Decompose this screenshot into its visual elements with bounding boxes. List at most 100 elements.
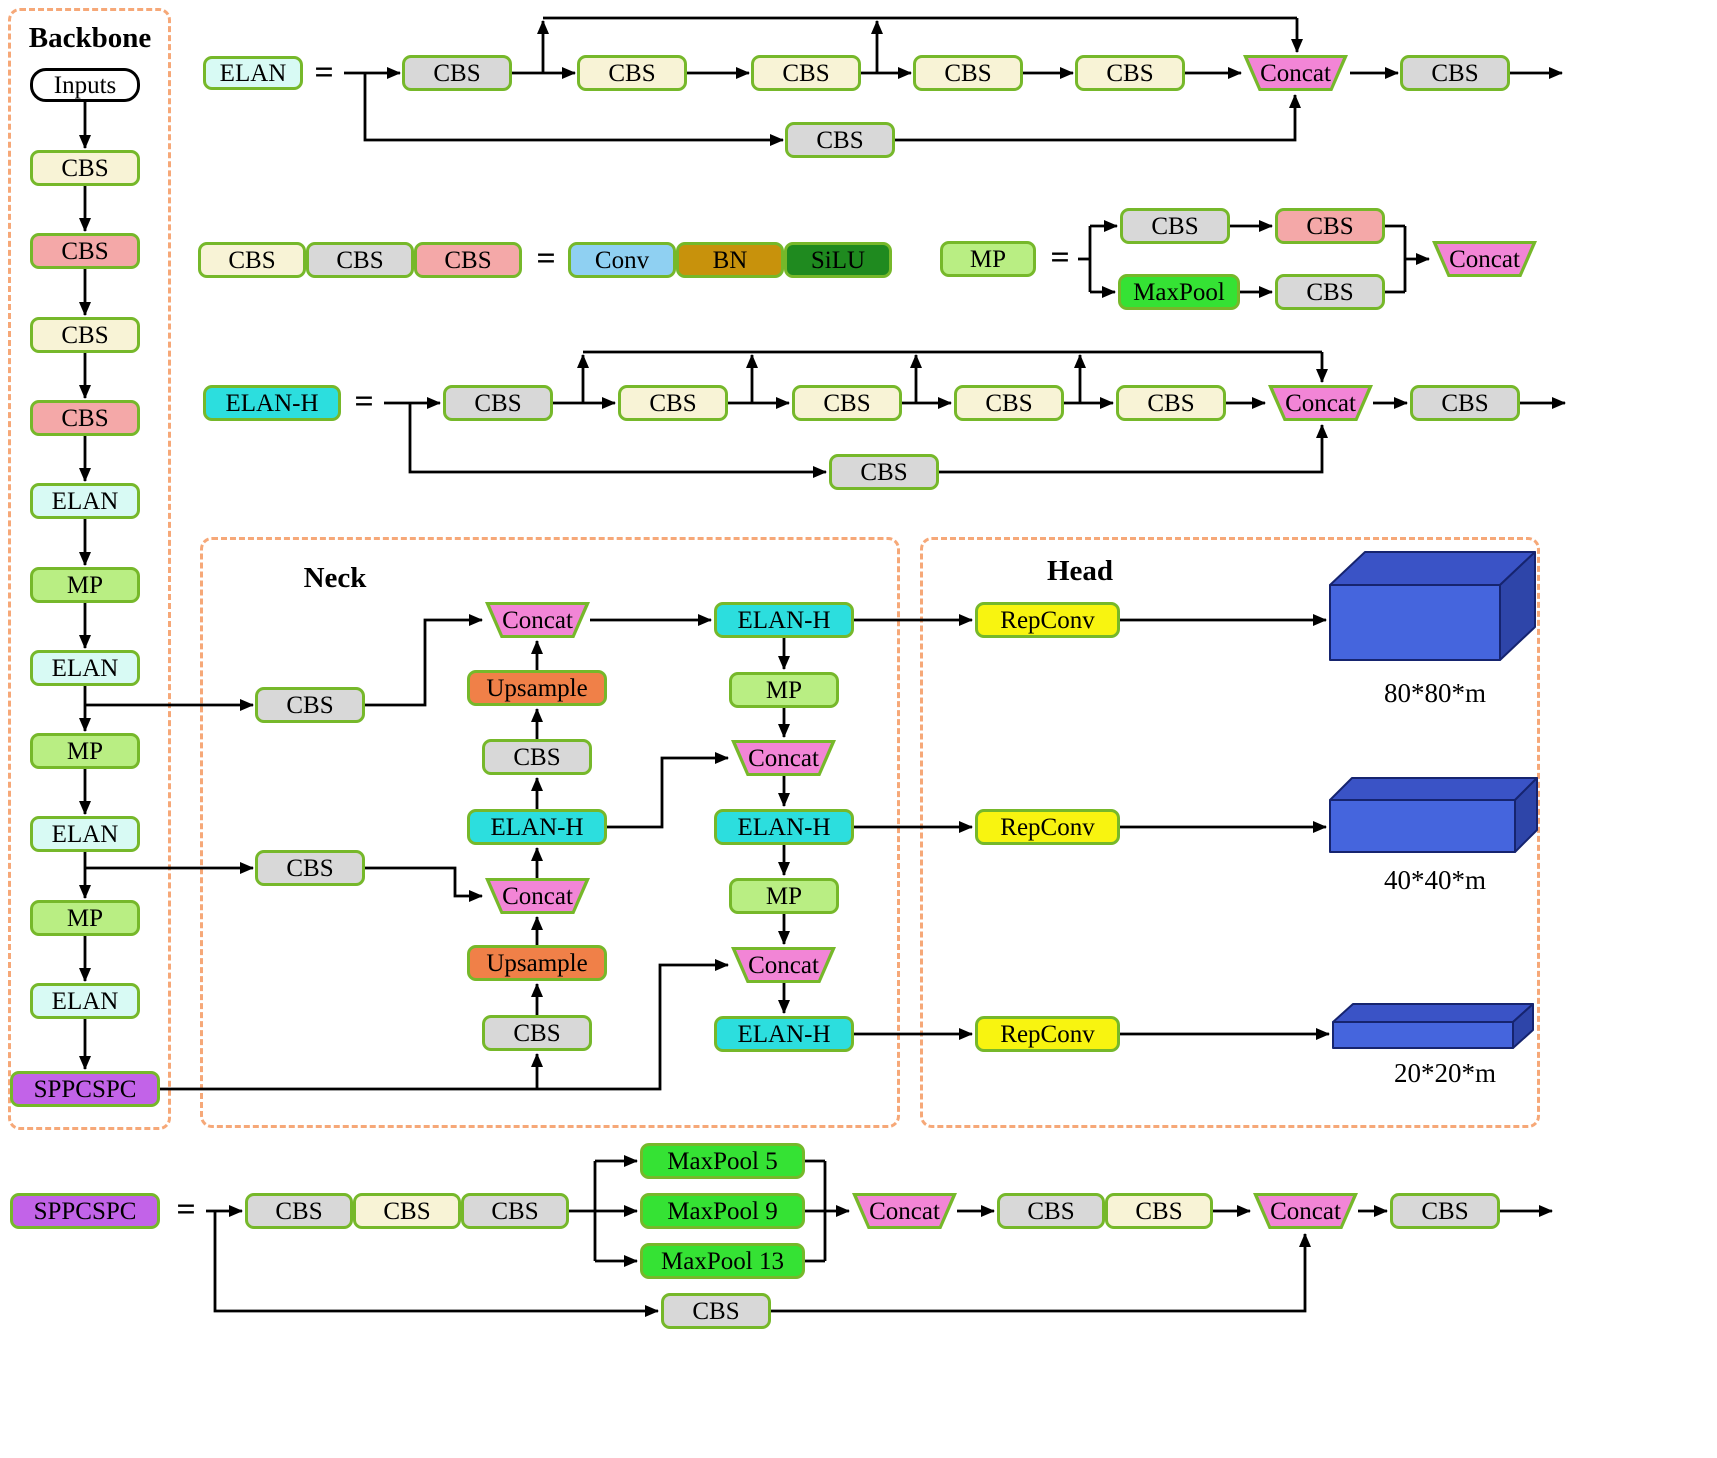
concat-label: Concat [1247,58,1344,88]
neck-upsample: Upsample [467,945,607,981]
elanh-def-concat: Concat [1268,385,1373,421]
elanh-def-label: ELAN-H [203,385,341,421]
concat-label: Concat [735,950,832,980]
elan-def-cbs: CBS [402,55,512,91]
sppcspc-def-label: SPPCSPC [10,1193,160,1229]
output-size-label: 80*80*m [1383,678,1486,708]
cbs-def-input: CBS [414,242,522,278]
head-repconv: RepConv [975,809,1120,845]
neck-elanh: ELAN-H [467,809,607,845]
elanh-def-cbs: CBS [1410,385,1520,421]
mp-def-label: MP [940,241,1036,277]
backbone-mp-node: MP [30,900,140,936]
equals-sign: = [314,54,334,91]
backbone-cbs-node: CBS [30,317,140,353]
bn-node: BN [676,242,784,278]
head-title: Head [1046,555,1114,587]
head-region [920,537,1540,1128]
sppcspc-def-maxpool13: MaxPool 13 [640,1243,805,1279]
equals-sign: = [536,240,556,277]
concat-label: Concat [1436,244,1533,274]
elanh-def-cbs: CBS [792,385,902,421]
sppcspc-def-cbs: CBS [461,1193,569,1229]
cbs-def-input: CBS [198,242,306,278]
backbone-elan-node: ELAN [30,816,140,852]
backbone-mp-node: MP [30,733,140,769]
concat-label: Concat [856,1196,953,1226]
elanh-def-cbs: CBS [618,385,728,421]
elan-def-branch-cbs: CBS [785,122,895,158]
feature-map-40-icon [1329,777,1538,853]
mp-def-cbs: CBS [1275,274,1385,310]
concat-label: Concat [1257,1196,1354,1226]
concat-label: Concat [489,881,586,911]
head-repconv: RepConv [975,602,1120,638]
neck-elanh: ELAN-H [714,602,854,638]
feature-map-20-icon [1332,1003,1534,1049]
concat-label: Concat [489,605,586,635]
backbone-elan-node: ELAN [30,483,140,519]
mp-def-cbs: CBS [1275,208,1385,244]
neck-cbs: CBS [482,1015,592,1051]
sppcspc-def-maxpool5: MaxPool 5 [640,1143,805,1179]
neck-elanh: ELAN-H [714,1016,854,1052]
neck-region [200,537,900,1128]
backbone-elan-node: ELAN [30,983,140,1019]
backbone-mp-node: MP [30,567,140,603]
neck-concat: Concat [485,878,590,914]
mp-def-maxpool: MaxPool [1118,274,1240,310]
inputs-node: Inputs [30,68,140,102]
backbone-elan-node: ELAN [30,650,140,686]
mp-def-cbs: CBS [1120,208,1230,244]
backbone-region [8,8,171,1130]
sppcspc-def-cbs: CBS [245,1193,353,1229]
concat-label: Concat [735,743,832,773]
sppcspc-def-branch-cbs: CBS [661,1293,771,1329]
sppcspc-def-cbs: CBS [1390,1193,1500,1229]
backbone-cbs-node: CBS [30,400,140,436]
sppcspc-def-cbs: CBS [1105,1193,1213,1229]
neck-concat: Concat [731,740,836,776]
elan-def-cbs: CBS [913,55,1023,91]
backbone-cbs-node: CBS [30,150,140,186]
elanh-def-cbs: CBS [443,385,553,421]
backbone-cbs-node: CBS [30,233,140,269]
head-repconv: RepConv [975,1016,1120,1052]
sppcspc-def-concat: Concat [1253,1193,1358,1229]
equals-sign: = [354,383,374,420]
neck-title: Neck [303,562,367,594]
neck-tap-cbs: CBS [255,687,365,723]
sppcspc-def-cbs: CBS [353,1193,461,1229]
neck-elanh: ELAN-H [714,809,854,845]
sppcspc-def-concat: Concat [852,1193,957,1229]
neck-tap-cbs: CBS [255,850,365,886]
feature-map-80-icon [1329,551,1536,661]
concat-label: Concat [1272,388,1369,418]
neck-concat: Concat [485,602,590,638]
elan-def-label: ELAN [203,56,303,90]
elan-def-cbs: CBS [1400,55,1510,91]
output-size-label: 20*20*m [1393,1058,1496,1088]
backbone-sppcspc-node: SPPCSPC [10,1071,160,1107]
elanh-def-cbs: CBS [954,385,1064,421]
equals-sign: = [176,1191,196,1228]
elan-def-cbs: CBS [1075,55,1185,91]
elanh-def-cbs: CBS [1116,385,1226,421]
backbone-title: Backbone [28,22,152,54]
cbs-def-input: CBS [306,242,414,278]
neck-cbs: CBS [482,739,592,775]
elan-def-cbs: CBS [577,55,687,91]
silu-node: SiLU [784,242,892,278]
elan-def-cbs: CBS [751,55,861,91]
neck-upsample: Upsample [467,670,607,706]
neck-mp: MP [729,672,839,708]
elanh-def-branch-cbs: CBS [829,454,939,490]
neck-concat: Concat [731,947,836,983]
conv-node: Conv [568,242,676,278]
neck-mp: MP [729,878,839,914]
sppcspc-def-cbs: CBS [997,1193,1105,1229]
equals-sign: = [1050,239,1070,276]
sppcspc-def-maxpool9: MaxPool 9 [640,1193,805,1229]
